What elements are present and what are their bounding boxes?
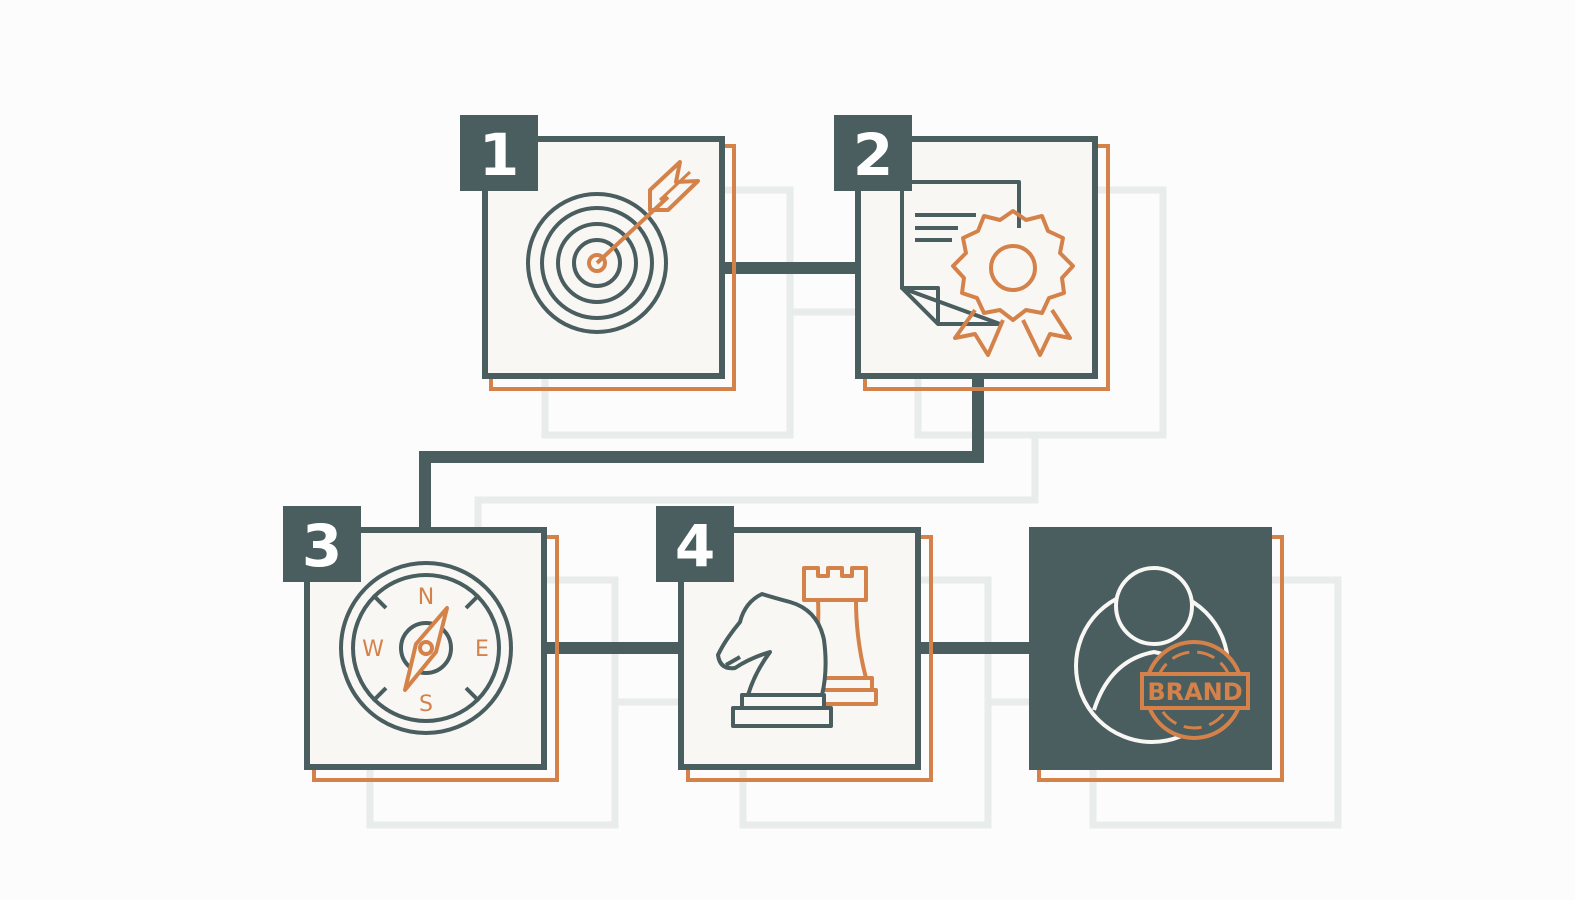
step-number-3: 3 bbox=[302, 512, 342, 580]
brand-stamp-text: BRAND bbox=[1147, 678, 1242, 706]
target-icon bbox=[526, 160, 700, 334]
compass-south: S bbox=[419, 692, 433, 717]
step-number-4: 4 bbox=[675, 512, 715, 580]
compass-west: W bbox=[362, 637, 384, 662]
connector-2-3 bbox=[419, 378, 984, 530]
step-card-2: 2 bbox=[834, 115, 1110, 391]
compass-north: N bbox=[418, 585, 434, 610]
step-badge-3 bbox=[283, 506, 361, 582]
certificate-icon bbox=[900, 180, 1075, 357]
connectors bbox=[419, 262, 1032, 654]
step-number-1: 1 bbox=[479, 121, 519, 189]
compass-east: E bbox=[475, 637, 489, 662]
chess-icon bbox=[716, 566, 878, 728]
brand-card: BRAND bbox=[1029, 527, 1284, 782]
step-badge-1 bbox=[460, 115, 538, 191]
compass-icon bbox=[339, 561, 513, 735]
step-card-4: 4 bbox=[656, 506, 933, 782]
step-badge-4 bbox=[656, 506, 734, 582]
step-card-3: N E S W 3 bbox=[283, 506, 559, 782]
step-card-1: 1 bbox=[460, 115, 736, 391]
person-brand-icon bbox=[1074, 566, 1250, 744]
step-badge-2 bbox=[834, 115, 912, 191]
step-number-2: 2 bbox=[853, 121, 893, 189]
